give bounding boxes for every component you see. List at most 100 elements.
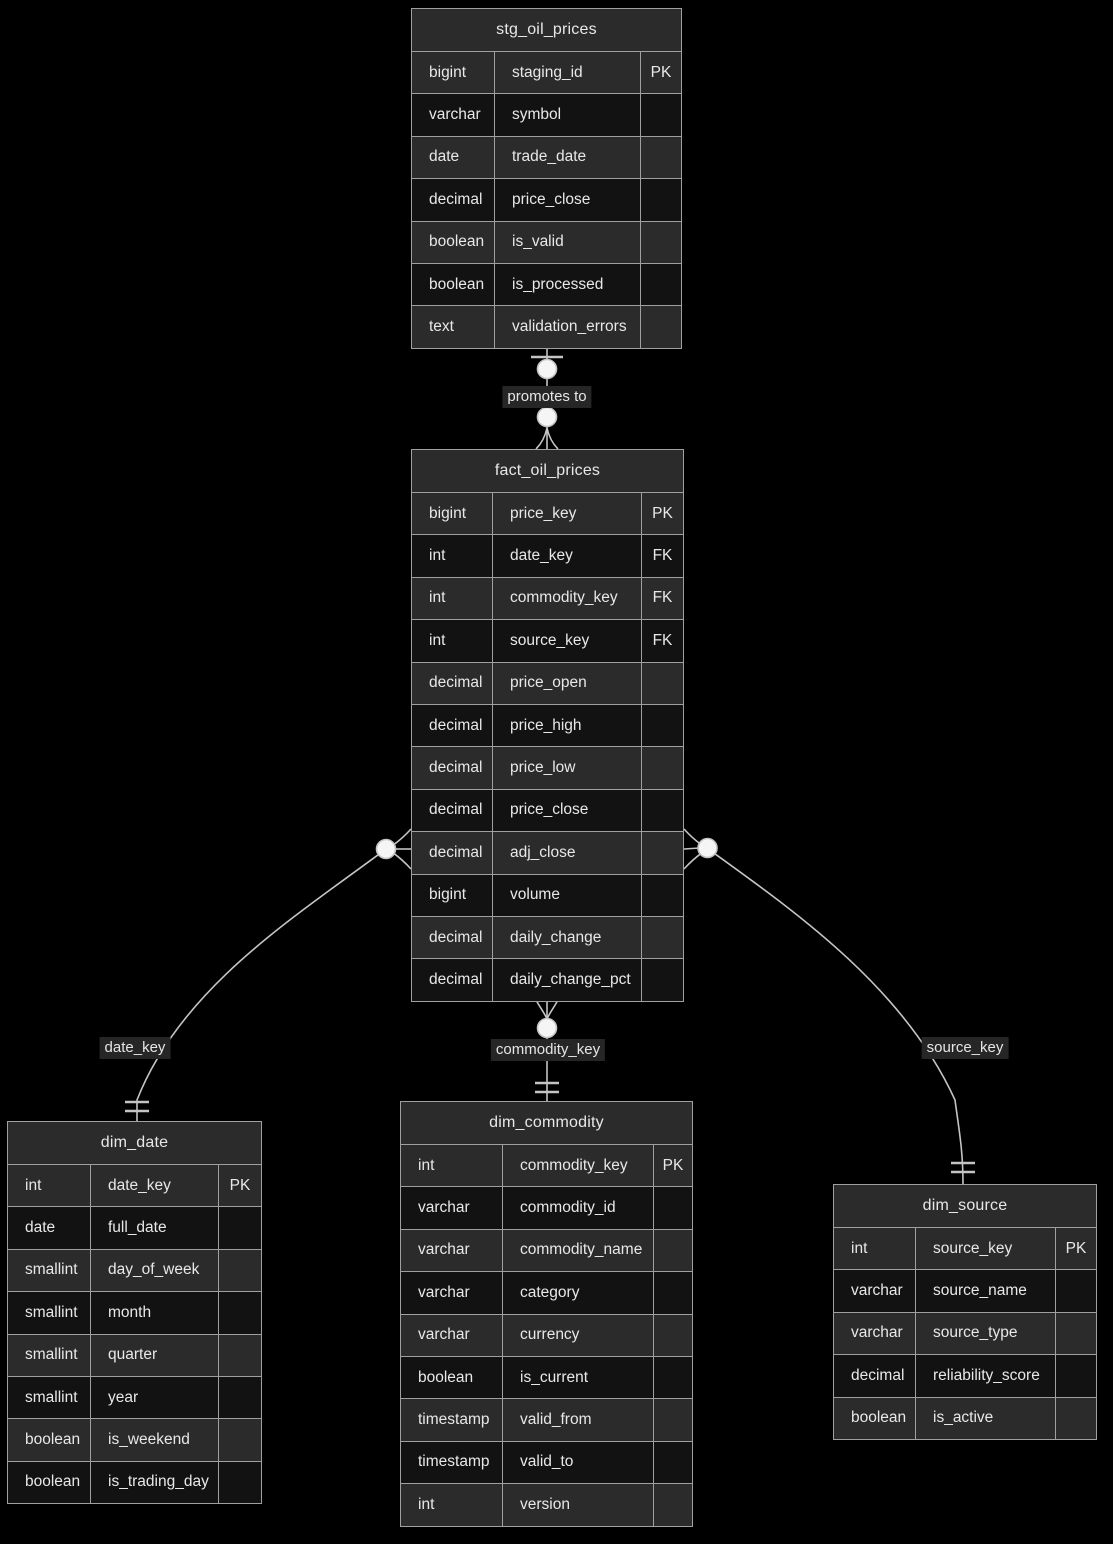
attribute-key-cell	[640, 179, 681, 221]
attribute-name-cell: validation_errors	[494, 306, 640, 348]
attribute-name-cell: is_active	[915, 1397, 1055, 1439]
attribute-type-cell: smallint	[25, 1388, 78, 1406]
attribute-type-cell: decimal	[429, 928, 483, 946]
zero-circle	[536, 1017, 558, 1039]
edge-commodity-key	[535, 999, 559, 1101]
exactly-one-ticks	[951, 1161, 975, 1174]
attribute-key-cell	[218, 1376, 261, 1419]
attribute-name-cell: is_trading_day	[90, 1461, 218, 1504]
attribute-name-cell: daily_change	[492, 916, 641, 959]
attribute-key-cell: PK	[653, 1145, 692, 1187]
attribute-row: decimal adj_close	[412, 831, 683, 874]
attribute-type-cell: bigint	[429, 886, 467, 904]
attribute-key-cell	[640, 263, 681, 306]
attribute-name-cell: version	[502, 1484, 653, 1526]
attribute-name-cell: source_type	[915, 1312, 1055, 1355]
attribute-name-cell: price_open	[492, 662, 641, 704]
attribute-row: boolean is_active	[834, 1396, 1096, 1439]
attribute-type-cell: boolean	[429, 275, 485, 293]
attribute-key-cell: FK	[641, 535, 683, 577]
attribute-row: decimal daily_change	[412, 915, 683, 959]
zero-circle	[697, 837, 718, 859]
attribute-name-cell: day_of_week	[90, 1249, 218, 1292]
exactly-one-ticks	[125, 1100, 149, 1113]
attribute-name-cell: price_key	[492, 493, 641, 535]
edge-label-source-key: source_key	[921, 1037, 1009, 1059]
attribute-key-cell	[641, 916, 683, 959]
attribute-key-cell	[218, 1292, 261, 1334]
attribute-name-cell: valid_from	[502, 1399, 653, 1441]
crow-foot-many	[535, 999, 559, 1020]
attribute-name-cell: adj_close	[492, 832, 641, 874]
entity-title: stg_oil_prices	[412, 9, 681, 51]
attribute-name-cell: date_key	[90, 1165, 218, 1207]
attribute-name-cell: is_valid	[494, 221, 640, 263]
attribute-type-cell: timestamp	[418, 1453, 490, 1471]
edge-label-date-key: date_key	[99, 1037, 171, 1059]
attribute-type-cell: decimal	[429, 190, 483, 208]
attribute-key-cell	[640, 306, 681, 348]
attribute-type-cell: decimal	[429, 716, 483, 734]
entity-title: fact_oil_prices	[412, 450, 683, 492]
attribute-row: smallint day_of_week	[8, 1248, 261, 1292]
attribute-key-cell: PK	[641, 493, 683, 535]
attribute-key-cell	[653, 1314, 692, 1356]
attribute-key-cell	[218, 1207, 261, 1249]
attribute-row: text validation_errors	[412, 305, 681, 348]
attribute-key-cell	[218, 1419, 261, 1461]
attribute-key-cell	[641, 747, 683, 789]
attribute-type-cell: date	[25, 1219, 56, 1237]
attribute-type-cell: bigint	[429, 504, 467, 522]
attribute-key-cell	[653, 1187, 692, 1229]
attribute-key-cell	[641, 959, 683, 1001]
attribute-type-cell: smallint	[25, 1261, 78, 1279]
attribute-key-cell	[218, 1334, 261, 1376]
attribute-type-cell: varchar	[418, 1326, 470, 1344]
attribute-type-cell: varchar	[418, 1241, 470, 1259]
attribute-type-cell: boolean	[851, 1409, 907, 1427]
attribute-row: decimal price_open	[412, 661, 683, 704]
entity-title: dim_commodity	[401, 1102, 692, 1144]
attribute-name-cell: staging_id	[494, 52, 640, 94]
attribute-key-cell: FK	[641, 620, 683, 662]
attribute-type-cell: boolean	[418, 1368, 474, 1386]
zero-circle	[375, 838, 397, 860]
attribute-name-cell: trade_date	[494, 136, 640, 179]
attribute-key-cell	[653, 1356, 692, 1399]
attribute-key-cell: PK	[1055, 1228, 1096, 1270]
attribute-name-cell: source_key	[915, 1228, 1055, 1270]
attribute-type-cell: decimal	[429, 674, 483, 692]
attribute-type-cell: text	[429, 318, 454, 336]
attribute-name-cell: commodity_key	[492, 577, 641, 620]
attribute-name-cell: price_low	[492, 747, 641, 789]
edge-label-promotes-to: promotes to	[502, 386, 592, 408]
attribute-key-cell	[653, 1399, 692, 1441]
attribute-type-cell: int	[418, 1156, 435, 1174]
attribute-name-cell: price_high	[492, 704, 641, 747]
attribute-name-cell: price_close	[492, 789, 641, 832]
attribute-type-cell: decimal	[429, 843, 483, 861]
